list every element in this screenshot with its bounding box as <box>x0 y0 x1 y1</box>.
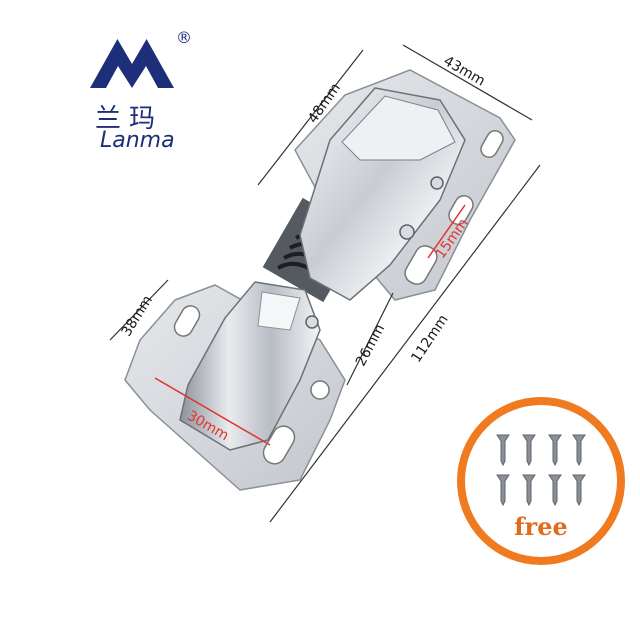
hinge-upper-arm <box>299 87 466 301</box>
brand-logo-mark <box>90 37 174 88</box>
dimension-arm-length: 26mm <box>353 322 388 369</box>
dimension-lines-red <box>154 204 466 446</box>
dimension-lines <box>109 44 541 523</box>
screw-icons <box>496 434 586 507</box>
free-label: free <box>514 512 568 541</box>
hinge-lower-arm <box>179 281 321 451</box>
brand-name-english: Lanma <box>100 128 175 153</box>
registered-mark: ® <box>176 28 192 47</box>
brand-name-chinese: 兰玛 <box>95 104 164 134</box>
dimension-total-length: 112mm <box>408 312 451 366</box>
free-screws-badge: free <box>457 397 625 565</box>
